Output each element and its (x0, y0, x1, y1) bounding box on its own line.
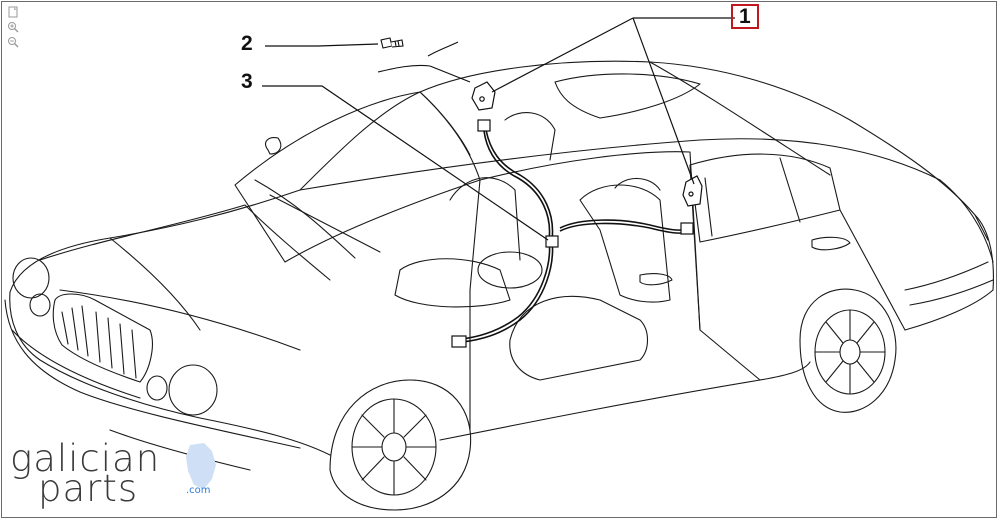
connector-middle (545, 235, 559, 248)
seats (394, 112, 671, 381)
car-body-outline (9, 60, 994, 456)
front-bumper (4, 299, 301, 471)
sunroof (554, 73, 701, 119)
steering-wheel (477, 251, 543, 289)
part-1-sensors (471, 81, 703, 207)
callout-3[interactable]: 3 (241, 70, 253, 93)
connector-upper (477, 119, 491, 132)
front-wheel (329, 379, 472, 511)
leader-lines (262, 17, 735, 241)
rear-door (689, 153, 906, 381)
zoom-out-icon[interactable] (6, 35, 20, 48)
connector-pillar (680, 222, 694, 235)
callout-1[interactable]: 1 (731, 4, 759, 29)
hood (39, 137, 331, 351)
logo-domain: .com (186, 485, 211, 496)
logo-text-galician: galician (10, 437, 161, 480)
rear-wheel (799, 288, 897, 413)
sensor-rear (682, 175, 703, 207)
wiring-harness (461, 129, 689, 343)
rear-end (904, 179, 994, 306)
wire-stubs (377, 41, 471, 83)
viewer-toolbar (6, 5, 22, 48)
zoom-in-icon[interactable] (6, 20, 20, 33)
headlights (12, 257, 218, 416)
connector-lower (451, 335, 467, 348)
part-2-bolt (380, 37, 404, 49)
windshield (234, 91, 481, 263)
connectors (451, 119, 694, 348)
callout-2[interactable]: 2 (241, 32, 253, 55)
fit-page-icon[interactable] (6, 5, 20, 18)
logo-map-icon (186, 443, 216, 489)
sensor-front (471, 81, 496, 111)
grille (52, 293, 153, 383)
front-door (469, 151, 701, 431)
logo-text-parts: parts (38, 467, 139, 510)
galicianparts-logo: galician parts .com (10, 437, 220, 510)
